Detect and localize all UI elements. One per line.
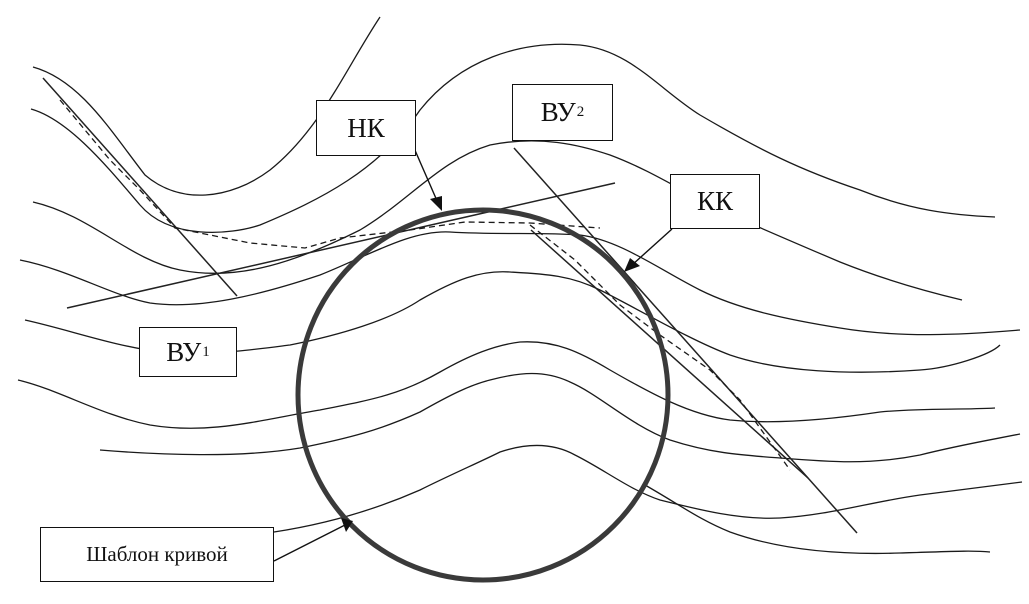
tangent-line-vu2-secondary bbox=[530, 229, 809, 479]
contour-line bbox=[19, 231, 1021, 336]
arrow-kk-pointer bbox=[631, 228, 673, 266]
tangent-line-vu2 bbox=[513, 147, 858, 534]
vu1-label-subscript: 1 bbox=[202, 343, 210, 360]
arrow-template-head bbox=[341, 518, 353, 532]
curve-template-label-text: Шаблон кривой bbox=[86, 542, 228, 566]
kk-label-text: КК bbox=[696, 186, 734, 216]
contour-line bbox=[644, 484, 991, 555]
tangent-line-vu1 bbox=[42, 77, 238, 297]
pointer-arrows bbox=[273, 147, 673, 562]
vu2-label-text: ВУ bbox=[540, 97, 576, 127]
contour-line bbox=[30, 43, 996, 234]
route-construction bbox=[42, 77, 858, 534]
contour-line bbox=[273, 444, 1023, 533]
vu2-label-subscript: 2 bbox=[576, 104, 585, 120]
contour-line bbox=[32, 140, 963, 301]
curve-template-label: Шаблон кривой bbox=[40, 527, 274, 582]
dashed-route-left bbox=[59, 99, 601, 249]
contour-line bbox=[32, 16, 381, 196]
arrow-kk-head bbox=[624, 258, 640, 272]
tangent-line-main bbox=[66, 182, 616, 309]
arrow-nk-pointer bbox=[413, 147, 439, 204]
contour-line bbox=[99, 372, 1021, 463]
vu1-label-text: ВУ bbox=[166, 336, 202, 367]
arrow-nk-head bbox=[430, 196, 442, 211]
nk-label: НК bbox=[316, 100, 416, 156]
curve-template-circle bbox=[295, 207, 671, 583]
contour-line bbox=[17, 341, 996, 429]
nk-label-text: НК bbox=[347, 112, 385, 143]
kk-label: КК bbox=[670, 174, 760, 229]
arrow-template-pointer bbox=[273, 524, 346, 562]
